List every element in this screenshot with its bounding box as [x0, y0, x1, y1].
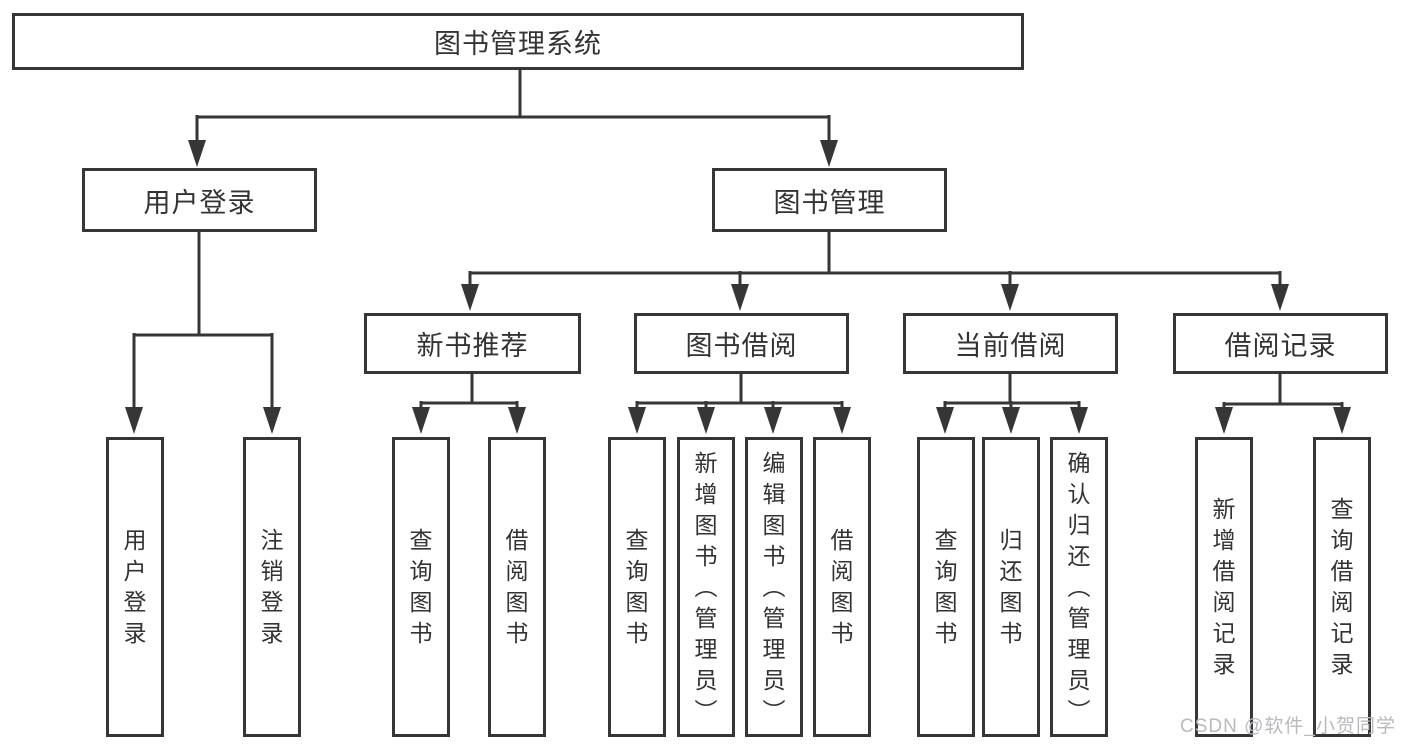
arrowhead: [936, 407, 954, 434]
leaf-borrow-books-2: 借阅图书: [813, 437, 871, 737]
arrowhead: [1070, 407, 1088, 434]
leaf-borrow-books-1: 借阅图书: [488, 437, 546, 737]
leaf-logout: 注销登录: [243, 437, 301, 737]
arrowhead: [1271, 284, 1289, 311]
leaf-query-books-2: 查询图书: [608, 437, 666, 737]
arrowhead: [833, 407, 851, 434]
leaf-return-books: 归还图书: [982, 437, 1040, 737]
arrowhead: [1002, 407, 1020, 434]
node-current-borrow: 当前借阅: [903, 313, 1118, 374]
arrowhead: [1333, 407, 1351, 434]
node-book-management: 图书管理: [712, 168, 947, 232]
leaf-query-books-3: 查询图书: [917, 437, 975, 737]
arrowhead: [412, 407, 430, 434]
arrowhead: [125, 407, 143, 434]
csdn-watermark: CSDN @软件_小贺同学: [1180, 716, 1396, 737]
node-book-borrow: 图书借阅: [634, 313, 849, 374]
node-root: 图书管理系统: [12, 13, 1024, 70]
arrowhead: [508, 407, 526, 434]
leaf-user-login: 用户登录: [106, 437, 164, 737]
leaf-query-borrow-record: 查询借阅记录: [1313, 437, 1371, 737]
arrowhead: [764, 407, 782, 434]
leaf-confirm-return-admin: 确认归还︵管理员︶: [1050, 437, 1108, 737]
arrowhead: [731, 284, 749, 311]
arrowhead: [461, 284, 479, 311]
node-borrow-record: 借阅记录: [1173, 313, 1388, 374]
leaf-query-books-1: 查询图书: [392, 437, 450, 737]
leaf-add-books-admin: 新增图书︵管理员︶: [677, 437, 735, 737]
node-user-login: 用户登录: [82, 168, 317, 232]
leaf-add-borrow-record: 新增借阅记录: [1195, 437, 1253, 737]
arrowhead: [1215, 407, 1233, 434]
arrowhead: [263, 407, 281, 434]
arrowhead: [1001, 284, 1019, 311]
leaf-edit-books-admin: 编辑图书︵管理员︶: [745, 437, 803, 737]
node-new-book-recommend: 新书推荐: [364, 313, 581, 374]
arrowhead: [628, 407, 646, 434]
connector-path: [132, 69, 1344, 410]
arrowhead: [697, 407, 715, 434]
arrowhead: [188, 140, 206, 167]
arrowhead: [820, 140, 838, 167]
